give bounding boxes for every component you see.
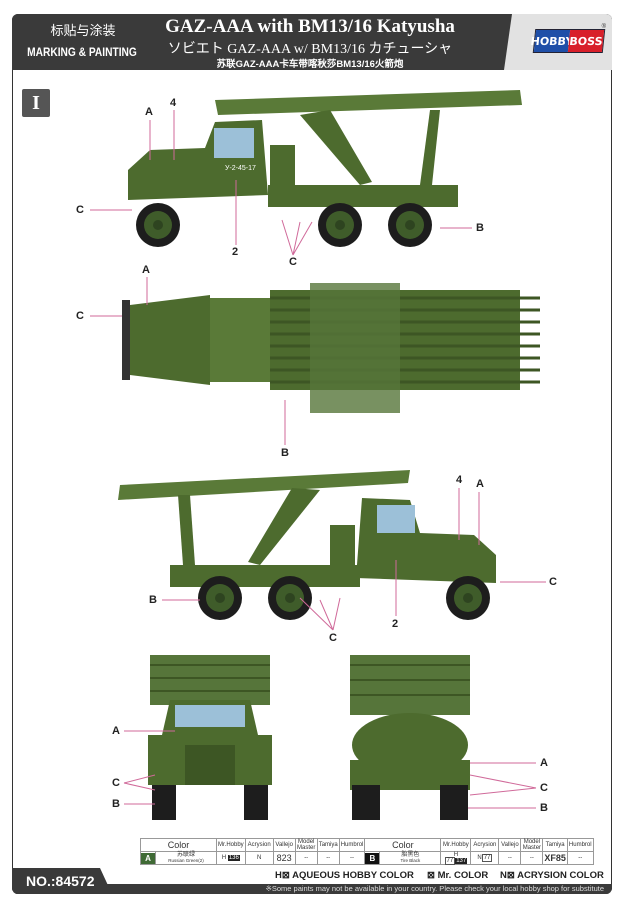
registered-mark: ® xyxy=(601,24,606,30)
col-tamiya: Tamiya xyxy=(316,838,340,852)
callout-c: C xyxy=(329,632,337,644)
col-humbrol: Humbrol xyxy=(566,838,594,852)
section-number: I xyxy=(22,89,50,117)
callout-b: B xyxy=(281,447,289,459)
color-name-cn: 苏联绿 xyxy=(176,852,195,858)
callout-a: A xyxy=(112,725,120,737)
mrhobby-code: 77 xyxy=(444,857,456,865)
side-view-left: У-2-45-17 xyxy=(128,90,522,247)
callout-a: A xyxy=(142,264,150,276)
callout-4: 4 xyxy=(170,97,177,109)
color-name-cn: 胎黑色 xyxy=(401,852,420,858)
callout-c: C xyxy=(76,310,84,322)
acrysion-code: 77 xyxy=(481,854,493,862)
mrhobby-prefix: H xyxy=(453,852,459,858)
acrysion-prefix: N xyxy=(477,855,482,861)
rear-view xyxy=(350,655,470,820)
col-acrysion: Acrysion xyxy=(244,838,274,852)
color-name-en: Russian Green(2) xyxy=(168,858,204,863)
callout-c: C xyxy=(289,256,297,268)
callout-b: B xyxy=(149,594,157,606)
callout-c: C xyxy=(540,782,548,794)
color-name-en: Tire Black xyxy=(400,858,421,863)
cn-long-title: 苏联GAZ-AAA卡车带喀秋莎BM13/16火箭炮 xyxy=(216,59,404,70)
callout-4: 4 xyxy=(456,474,463,486)
col-mrhobby: Mr.Hobby xyxy=(216,838,246,852)
callout-c: C xyxy=(112,777,120,789)
mrcolor-code: 137 xyxy=(455,858,468,864)
callout-c: C xyxy=(549,576,557,588)
callout-c: C xyxy=(76,204,84,216)
col-acrysion: Acrysion xyxy=(470,838,500,852)
col-vallejo: Vallejo xyxy=(272,838,296,852)
legend-acrysion: N⊠ ACRYSION COLOR xyxy=(500,870,604,881)
paint-table-header: Color Mr.Hobby Acrysion Vallejo Model Ma… xyxy=(140,838,594,852)
col-mrhobby: Mr.Hobby xyxy=(440,838,472,852)
callout-b: B xyxy=(540,802,548,814)
leader-lines xyxy=(90,110,546,809)
callout-a: A xyxy=(145,106,153,118)
col-model-master: Model Master xyxy=(520,838,544,852)
color-swatch-b: B xyxy=(365,852,380,864)
paint-table: Color Mr.Hobby Acrysion Vallejo Model Ma… xyxy=(140,838,594,865)
jp-title: ソビエト GAZ-AAA w/ BM13/16 カチューシャ xyxy=(167,42,453,57)
product-number: NO.:84572 xyxy=(12,868,112,894)
col-vallejo: Vallejo xyxy=(498,838,522,852)
callout-a: A xyxy=(540,757,548,769)
vehicle-marking: У-2-45-17 xyxy=(225,165,256,172)
col-tamiya: Tamiya xyxy=(542,838,568,852)
footer-bar: ※Some paints may not be available in you… xyxy=(12,884,612,894)
mrhobby-code: 136 xyxy=(227,855,240,861)
vallejo-value: -- xyxy=(498,851,522,865)
col-color: Color xyxy=(364,838,442,852)
vallejo-value: 823 xyxy=(272,851,296,865)
callout-b: B xyxy=(476,222,484,234)
legend-mr-color: ⊠ Mr. COLOR xyxy=(427,870,489,881)
legend-aqueous: H⊠ AQUEOUS HOBBY COLOR xyxy=(275,870,414,881)
col-humbrol: Humbrol xyxy=(338,838,366,852)
top-view xyxy=(122,283,540,413)
front-view xyxy=(148,655,272,820)
footer-note: ※Some paints may not be available in you… xyxy=(265,884,604,893)
humbrol-value: -- xyxy=(566,851,594,865)
en-section-title: MARKING & PAINTING xyxy=(27,45,137,59)
tamiya-value: XF85 xyxy=(542,851,568,865)
tamiya-value: -- xyxy=(316,851,340,865)
col-color: Color xyxy=(140,838,217,852)
callout-2: 2 xyxy=(392,618,399,630)
callout-a: A xyxy=(476,478,484,490)
cn-section-title: 标贴与涂装 xyxy=(50,23,116,38)
humbrol-value: -- xyxy=(338,851,366,865)
mrhobby-prefix: H xyxy=(221,855,227,861)
acrysion-value: N xyxy=(244,851,274,865)
color-swatch-a: A xyxy=(141,852,155,864)
page-title: GAZ-AAA with BM13/16 Katyusha xyxy=(165,16,455,37)
model-master-value: -- xyxy=(520,851,544,865)
side-view-right xyxy=(118,470,496,620)
col-model-master: Model Master xyxy=(294,838,318,852)
model-master-value: -- xyxy=(294,851,318,865)
callout-2: 2 xyxy=(232,246,239,258)
callout-b: B xyxy=(112,798,120,810)
